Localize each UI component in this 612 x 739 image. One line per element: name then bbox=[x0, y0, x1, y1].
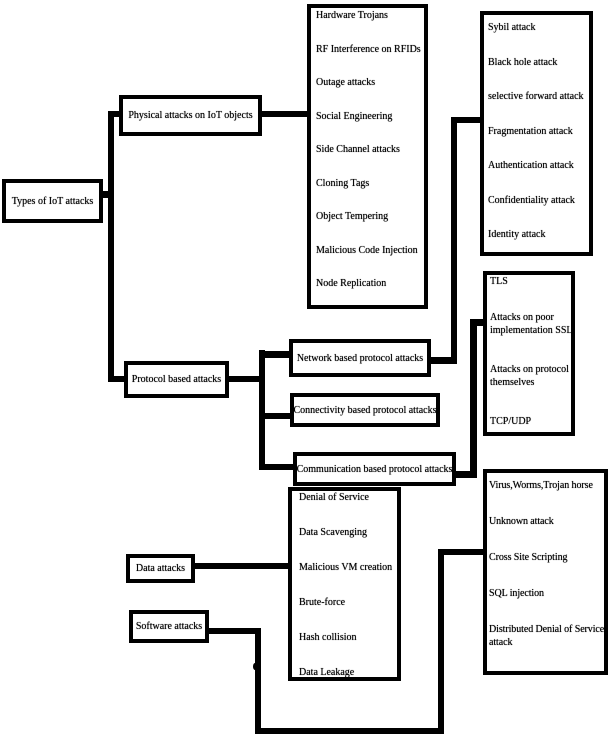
connector-network-right-stub bbox=[431, 357, 457, 364]
list-item: Distributed Denial of Service attack bbox=[489, 624, 605, 648]
communication-based-protocol-attacks-label: Communication based protocol attacks bbox=[296, 463, 453, 475]
list-item: TLS bbox=[490, 276, 508, 287]
stray-ink-dot bbox=[253, 663, 257, 670]
list-item: Fragmentation attack bbox=[488, 125, 573, 137]
software-attacks-label: Software attacks bbox=[135, 621, 203, 632]
connector-communication-list-vertical bbox=[470, 319, 477, 478]
network-based-protocol-attacks-label: Network based protocol attacks bbox=[296, 352, 424, 364]
connector-protocol-right-stub bbox=[229, 376, 265, 382]
physical-attacks-label: Physical attacks on IoT objects bbox=[128, 110, 253, 121]
data-attacks-label: Data attacks bbox=[135, 563, 186, 574]
connector-software-list-stub bbox=[438, 549, 483, 555]
connector-data-to-list bbox=[195, 563, 288, 569]
list-item: Outage attacks bbox=[316, 77, 376, 88]
list-item: Black hole attack bbox=[488, 56, 558, 68]
physical-attacks-box: Physical attacks on IoT objects bbox=[119, 95, 262, 136]
list-item: Virus,Worms,Trojan horse bbox=[489, 480, 593, 491]
list-item: Brute-force bbox=[299, 597, 346, 608]
list-item: TCP/UDP bbox=[490, 415, 532, 427]
list-item: Confidentiality attack bbox=[488, 194, 575, 206]
communication-attacks-list-box: TLS Attacks on poor implementation SSL A… bbox=[483, 271, 575, 436]
types-of-iot-attacks-box: Types of IoT attacks bbox=[2, 179, 103, 223]
list-item: Sybil attack bbox=[488, 22, 536, 33]
list-item: Attacks on poor implementation SSL bbox=[490, 311, 573, 336]
connector-software-vertical-right bbox=[438, 549, 444, 734]
connector-physical-to-list bbox=[262, 111, 307, 117]
data-attacks-box: Data attacks bbox=[126, 554, 195, 583]
communication-based-protocol-attacks-box: Communication based protocol attacks bbox=[293, 452, 456, 486]
software-attacks-box: Software attacks bbox=[129, 610, 209, 643]
list-item: Cross Site Scripting bbox=[489, 552, 568, 563]
connector-software-bottom bbox=[255, 728, 443, 734]
list-item: Unknown attack bbox=[489, 516, 554, 527]
connector-network-list-vertical bbox=[451, 117, 457, 364]
physical-attacks-list-box: Hardware Trojans RF Interference on RFID… bbox=[307, 4, 428, 309]
list-item: Object Tempering bbox=[316, 211, 389, 222]
list-item: Authentication attack bbox=[488, 160, 574, 171]
list-item: Denial of Service bbox=[299, 492, 369, 503]
list-item: Data Leakage bbox=[299, 667, 355, 678]
network-based-protocol-attacks-box: Network based protocol attacks bbox=[289, 339, 431, 377]
connectivity-based-protocol-attacks-box: Connectivity based protocol attacks bbox=[290, 393, 440, 427]
connector-protocol-stub bbox=[108, 376, 124, 382]
connector-physical-stub bbox=[108, 111, 119, 117]
list-item: Malicious Code Injection bbox=[316, 244, 418, 256]
list-item: Social Engineering bbox=[316, 110, 393, 122]
list-item: Side Channel attacks bbox=[316, 144, 400, 155]
connector-software-vertical-left bbox=[255, 628, 261, 734]
connector-root-stub bbox=[100, 191, 114, 198]
list-item: Attacks on protocol themselves bbox=[490, 363, 569, 388]
connector-protocol-children-vertical bbox=[259, 350, 265, 470]
list-item: Node Replication bbox=[316, 278, 387, 289]
protocol-based-attacks-box: Protocol based attacks bbox=[124, 361, 229, 398]
connector-software-stub bbox=[209, 628, 260, 634]
list-item: selective forward attack bbox=[488, 91, 584, 102]
network-attacks-list-box: Sybil attack Black hole attack selective… bbox=[480, 11, 593, 256]
protocol-based-attacks-label: Protocol based attacks bbox=[131, 374, 222, 385]
connector-communication-stub bbox=[259, 464, 293, 470]
connector-connectivity-stub bbox=[259, 413, 290, 419]
connector-network-list-stub bbox=[451, 117, 480, 123]
connectivity-based-protocol-attacks-label: Connectivity based protocol attacks bbox=[293, 404, 437, 416]
list-item: Data Scavenging bbox=[299, 527, 368, 538]
list-item: RF Interference on RFIDs bbox=[316, 43, 421, 55]
data-attacks-list-box: Denial of Service Data Scavenging Malici… bbox=[288, 487, 401, 681]
list-item: SQL injection bbox=[489, 588, 544, 599]
connector-communication-list-stub bbox=[470, 319, 483, 326]
list-item: Malicious VM creation bbox=[299, 562, 393, 573]
list-item: Hardware Trojans bbox=[316, 10, 388, 21]
list-item: Cloning Tags bbox=[316, 177, 370, 189]
connector-network-stub bbox=[259, 351, 289, 358]
connector-communication-right-stub bbox=[456, 471, 477, 478]
software-attacks-list-box: Virus,Worms,Trojan horse Unknown attack … bbox=[483, 469, 608, 675]
connector-root-trunk-vertical bbox=[108, 111, 114, 382]
list-item: Identity attack bbox=[488, 229, 546, 240]
list-item: Hash collision bbox=[299, 632, 357, 643]
types-of-iot-attacks-label: Types of IoT attacks bbox=[11, 195, 94, 207]
